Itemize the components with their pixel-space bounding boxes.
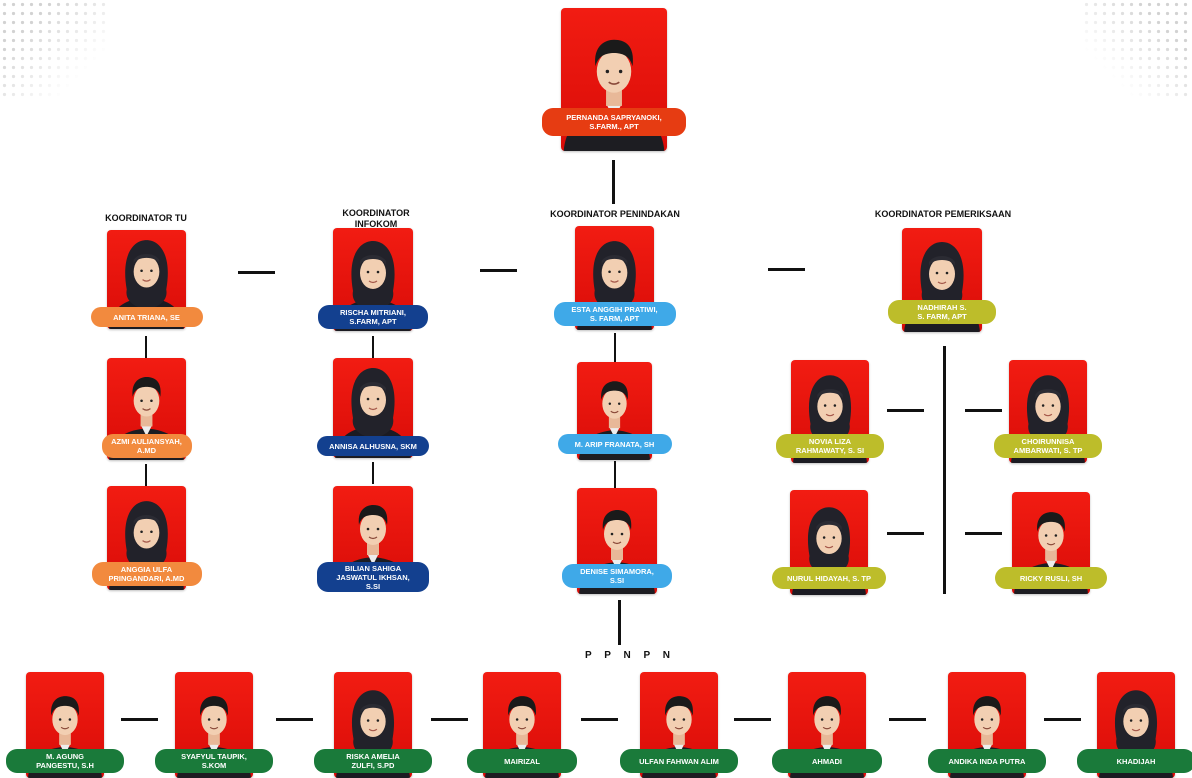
member-name-badge: CHOIRUNNISA AMBARWATI, S. TP [994,434,1102,458]
member-card: AZMI AULIANSYAH, A.MD [101,358,192,460]
member-card: BILIAN SAHIGA JASWATUL IKHSAN, S.SI [317,486,429,592]
connector-line [480,269,517,272]
member-name-badge: RISCHA MITRIANI, S.FARM, APT [318,305,428,329]
member-name-badge: M. ARIP FRANATA, SH [557,434,672,454]
member-name-badge: NOVIA LIZA RAHMAWATY, S. SI [776,434,884,458]
connector-line [889,718,926,721]
member-card: ANNISA ALHUSNA, SKM [317,358,429,458]
decorative-dots-top-right [1082,0,1192,100]
connector-line [965,532,1002,535]
connector-line [238,271,275,274]
member-card: M. AGUNG PANGESTU, S.H [6,672,124,778]
member-card: ULFAN FAHWAN ALIM [620,672,738,778]
connector-line [887,532,924,535]
member-card: MAIRIZAL [467,672,577,778]
member-name-badge: M. AGUNG PANGESTU, S.H [6,749,124,773]
member-card: NADHIRAH S. S. FARM, APT [888,228,996,332]
member-name-badge: PERNANDA SAPRYANOKI, S.FARM., APT [542,108,686,136]
connector-line [768,268,805,271]
member-name-badge: NADHIRAH S. S. FARM, APT [888,300,996,324]
member-name-badge: ESTA ANGGIH PRATIWI, S. FARM, APT [553,302,676,326]
member-name-badge: SYAFYUL TAUPIK, S.KOM [155,749,273,773]
connector-line [734,718,771,721]
section-title-penindakan: KOORDINATOR PENINDAKAN [550,209,680,219]
member-name-badge: BILIAN SAHIGA JASWATUL IKHSAN, S.SI [317,562,429,592]
member-card: DENISE SIMAMORA, S.SI [562,488,672,594]
connector-line [618,600,621,645]
member-card: ANGGIA ULFA PRINGANDARI, A.MD [91,486,202,590]
member-card: SYAFYUL TAUPIK, S.KOM [155,672,273,778]
member-name-badge: ULFAN FAHWAN ALIM [620,749,738,773]
section-title-infokom: KOORDINATOR INFOKOM [342,208,410,229]
connector-line [372,336,374,358]
member-card: NOVIA LIZA RAHMAWATY, S. SI [776,360,884,463]
connector-line [965,409,1002,412]
member-card: ESTA ANGGIH PRATIWI, S. FARM, APT [553,226,676,330]
member-name-badge: MAIRIZAL [467,749,577,773]
member-card: ANDIKA INDA PUTRA [928,672,1046,778]
connector-line [276,718,313,721]
member-card: PERNANDA SAPRYANOKI, S.FARM., APT [542,8,686,151]
member-name-badge: RICKY RUSLI, SH [995,567,1107,589]
member-card: RISCHA MITRIANI, S.FARM, APT [318,228,428,331]
member-name-badge: ANNISA ALHUSNA, SKM [317,436,429,456]
section-title-tu: KOORDINATOR TU [105,213,187,223]
member-card: NURUL HIDAYAH, S. TP [772,490,886,595]
decorative-dots-top-left [0,0,110,100]
member-name-badge: ANDIKA INDA PUTRA [928,749,1046,773]
member-name-badge: ANGGIA ULFA PRINGANDARI, A.MD [91,562,202,586]
member-name-badge: KHADIJAH [1077,749,1192,773]
ppnpn-title: P P N P N [585,650,676,661]
section-title-pemeriksaan: KOORDINATOR PEMERIKSAAN [874,209,1012,219]
member-card: M. ARIP FRANATA, SH [557,362,672,460]
connector-line [614,461,616,488]
connector-line [581,718,618,721]
member-name-badge: NURUL HIDAYAH, S. TP [772,567,886,589]
connector-line [372,462,374,484]
member-name-badge: DENISE SIMAMORA, S.SI [562,564,672,588]
member-card: KHADIJAH [1077,672,1192,778]
member-card: ANITA TRIANA, SE [90,230,203,329]
connector-line [887,409,924,412]
member-name-badge: RISKA AMELIA ZULFI, S.PD [314,749,432,773]
member-name-badge: AZMI AULIANSYAH, A.MD [101,434,192,458]
connector-line [431,718,468,721]
member-card: RISKA AMELIA ZULFI, S.PD [314,672,432,778]
member-card: AHMADI [772,672,882,778]
connector-line [614,333,616,362]
connector-line [145,336,147,358]
member-card: RICKY RUSLI, SH [995,492,1107,594]
member-name-badge: ANITA TRIANA, SE [90,307,203,327]
member-card: CHOIRUNNISA AMBARWATI, S. TP [994,360,1102,463]
connector-line [145,464,147,486]
connector-line [612,160,615,204]
connector-line [121,718,158,721]
connector-line [1044,718,1081,721]
member-name-badge: AHMADI [772,749,882,773]
connector-line [943,346,946,594]
